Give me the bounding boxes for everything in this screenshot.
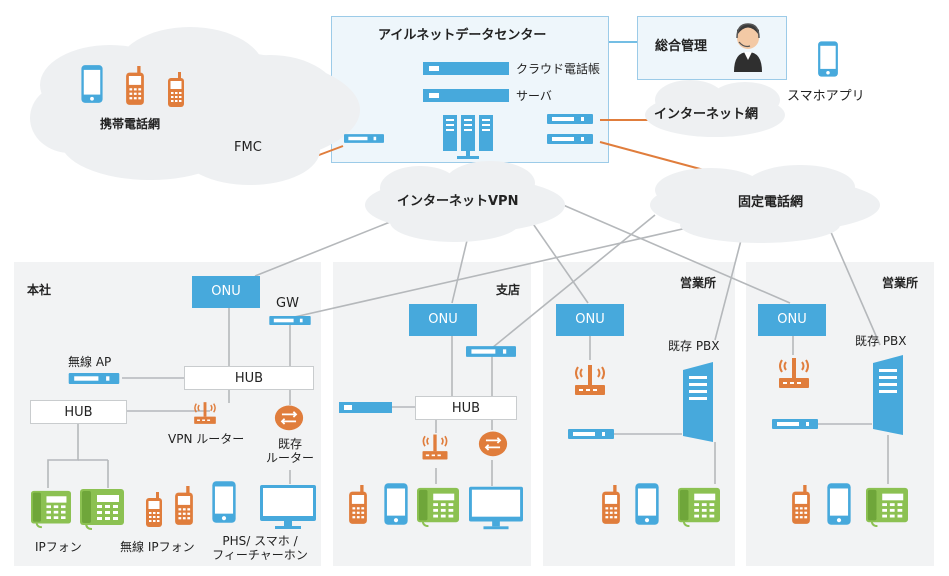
- ip-phone-icon: [31, 489, 71, 529]
- office2-ip-phone-icon: [866, 486, 908, 528]
- mobile-network-label: 携帯電話網: [100, 117, 161, 131]
- phonebook-server-bar: [423, 62, 509, 75]
- site-title-branch: 支店: [496, 283, 521, 297]
- dc-switch-bottom-icon: [547, 134, 593, 144]
- office2-onu: ONU: [758, 304, 826, 336]
- wireless-ap-label: 無線 AP: [68, 355, 112, 369]
- office2-switch-icon: [772, 419, 818, 429]
- management-label: 総合管理: [655, 39, 708, 54]
- operator-icon: [734, 23, 762, 72]
- management-box: [637, 16, 787, 80]
- branch-switch-icon: [466, 346, 516, 357]
- branch-feature-phone-icon: [349, 485, 367, 524]
- smartphone-app-icon: [818, 41, 838, 77]
- cloud-fixed: [650, 165, 880, 243]
- office2-router-icon: [777, 356, 811, 390]
- hq-hub-sub: HUB: [30, 400, 127, 424]
- vpn-label: インターネットVPN: [397, 194, 519, 209]
- ip-phone-2-icon: [80, 487, 124, 531]
- site-title-office1: 営業所: [680, 276, 717, 290]
- office1-router-icon: [573, 363, 607, 397]
- branch-hub: HUB: [415, 396, 517, 420]
- cloud-internet: [645, 80, 785, 137]
- office1-ip-phone-icon: [678, 486, 720, 528]
- fixed-network-label: 固定電話網: [738, 195, 804, 210]
- existing-router-label: 既存 ルーター: [265, 437, 314, 465]
- branch-smartphone-icon: [384, 483, 408, 525]
- datacenter-title: アイルネットデータセンター: [378, 28, 547, 43]
- wireless-ip-phone-icon: [146, 492, 162, 527]
- office1-pbx-label: 既存 PBX: [668, 339, 720, 353]
- server-label: サーバ: [516, 89, 552, 103]
- office2-pbx-icon: [873, 355, 903, 435]
- server-bar: [423, 89, 509, 102]
- branch-router-icon: [421, 433, 449, 461]
- cloud-vpn: [365, 161, 565, 242]
- office1-switch-icon: [568, 429, 614, 439]
- wireless-ap-icon: [68, 373, 120, 384]
- branch-onu: ONU: [409, 304, 477, 336]
- wireless-ip-phone-label: 無線 IPフォン: [120, 540, 195, 554]
- office1-onu: ONU: [556, 304, 624, 336]
- mobile-smartphone-icon: [81, 65, 103, 103]
- vpn-router-label: VPN ルーター: [168, 432, 245, 446]
- branch-existing-router-icon: [477, 430, 509, 458]
- gw-switch-icon: [269, 316, 311, 325]
- ip-phone-label: IPフォン: [35, 540, 82, 554]
- fmc-label: FMC: [234, 140, 262, 155]
- branch-device-bar: [339, 402, 392, 413]
- hq-hub-main: HUB: [184, 366, 314, 390]
- site-title-office2: 営業所: [882, 276, 919, 290]
- phs-smartphone-icon: [212, 481, 236, 523]
- branch-ip-phone-icon: [417, 486, 459, 528]
- dc-switch-top-icon: [547, 114, 593, 124]
- site-title-hq: 本社: [27, 283, 52, 297]
- phs-label: PHS/ スマホ / フィーチャーホン: [212, 534, 308, 562]
- wireless-ip-phone-2-icon: [175, 486, 193, 525]
- office2-smartphone-icon: [827, 483, 851, 525]
- office1-pbx-icon: [683, 362, 713, 442]
- vpn-router-icon: [193, 401, 217, 425]
- gw-label: GW: [276, 296, 299, 311]
- office1-smartphone-icon: [635, 483, 659, 525]
- hq-monitor-icon: [260, 485, 316, 529]
- office1-feature-phone-icon: [602, 485, 620, 524]
- cloud-phonebook-label: クラウド電話帳: [516, 62, 601, 76]
- office2-feature-phone-icon: [792, 485, 810, 524]
- branch-monitor-icon: [469, 486, 523, 530]
- dc-switch-left-icon: [344, 134, 384, 143]
- server-rack-icon: [443, 115, 493, 159]
- hq-onu: ONU: [192, 276, 260, 308]
- internet-network-label: インターネット網: [654, 107, 759, 122]
- existing-router-icon: [273, 404, 305, 432]
- office2-pbx-label: 既存 PBX: [855, 334, 907, 348]
- smartphone-app-label: スマホアプリ: [787, 89, 865, 104]
- cloud-mobile-fmc: [30, 27, 360, 185]
